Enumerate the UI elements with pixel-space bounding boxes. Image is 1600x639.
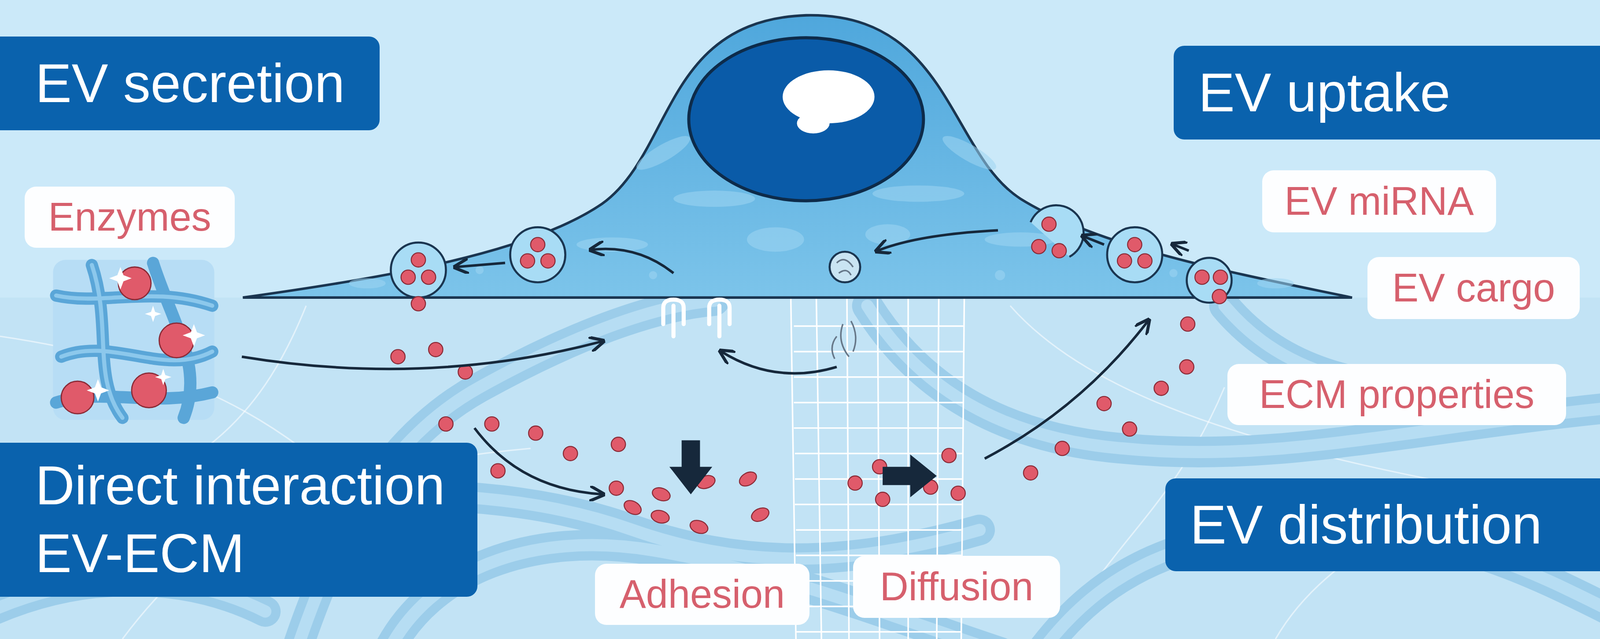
label-box: Adhesion: [594, 564, 810, 626]
enzymes-image: [52, 260, 215, 421]
multivesicular-bodies: [390, 205, 1232, 303]
label-text: EV cargo: [1392, 265, 1556, 311]
label-box: ECM properties: [1227, 364, 1567, 426]
matrix-background: [0, 297, 1600, 639]
label-text: Enzymes: [48, 194, 211, 241]
section-title: EV secretion: [35, 49, 345, 118]
label-box: Diffusion: [853, 556, 1061, 619]
diffusion-arrow: [882, 454, 937, 498]
label-text: ECM properties: [1259, 372, 1535, 418]
nucleolus-highlight: [797, 113, 830, 134]
adhesion-arrow: [669, 440, 713, 495]
label-box: EV cargo: [1367, 257, 1580, 320]
thin-network: [0, 306, 1600, 639]
section-band: EV distribution: [1165, 478, 1600, 572]
label-text: EV miRNA: [1284, 178, 1474, 225]
vesicles-outside: [390, 289, 1227, 537]
section-title: Direct interaction EV-ECM: [35, 452, 478, 588]
section-title: EV uptake: [1198, 59, 1451, 127]
ecm-fibers: [0, 300, 1600, 639]
nucleolus-highlight: [782, 70, 875, 124]
receptors: [663, 299, 730, 337]
section-title: EV distribution: [1189, 491, 1543, 560]
section-band: Direct interaction EV-ECM: [0, 443, 478, 598]
label-text: Adhesion: [619, 572, 785, 618]
nucleus: [688, 37, 924, 202]
fragments: [831, 259, 856, 359]
section-band: EV uptake: [1173, 45, 1600, 140]
section-band: EV secretion: [0, 36, 380, 131]
vesicles-inside: [401, 217, 1228, 285]
label-box: Enzymes: [24, 186, 235, 248]
label-box: EV miRNA: [1262, 170, 1497, 233]
label-text: Diffusion: [879, 564, 1034, 610]
